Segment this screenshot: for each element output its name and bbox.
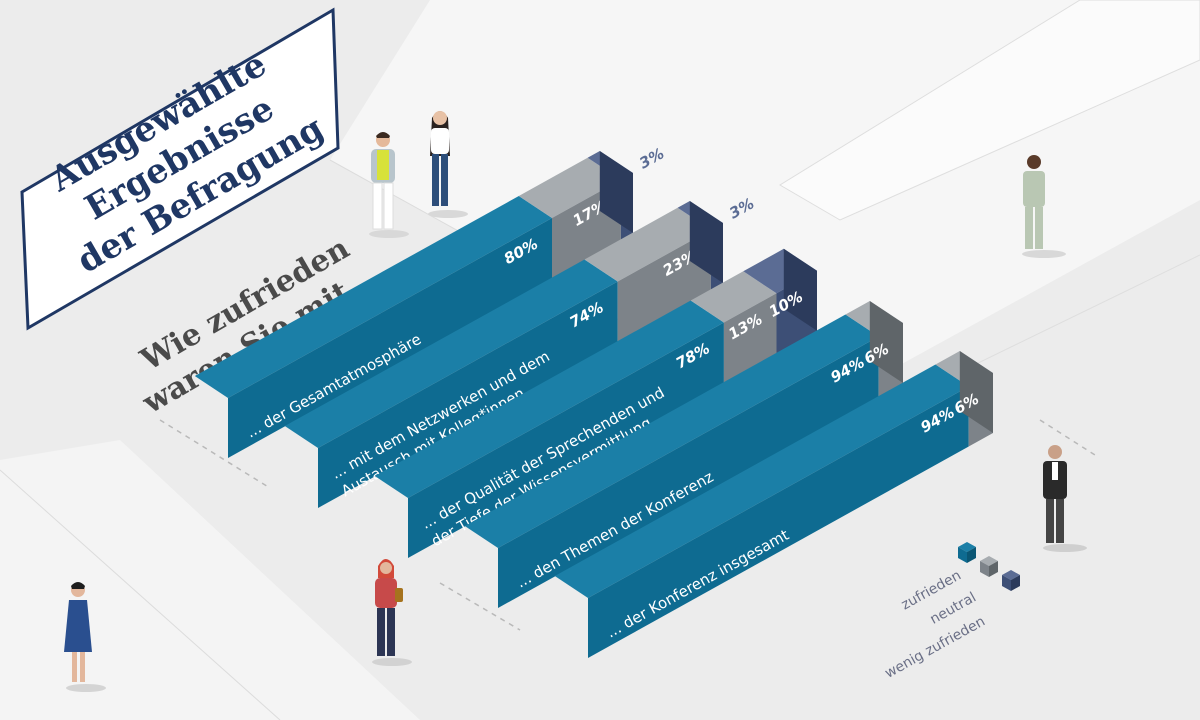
bar-top-face <box>374 300 724 498</box>
person-icon <box>372 559 412 666</box>
bar-top-face <box>690 271 777 323</box>
bar-top-face <box>464 314 879 548</box>
person-icon <box>64 582 106 692</box>
bar-segment <box>498 336 879 608</box>
bar-top-face <box>194 196 553 398</box>
bar-segment <box>617 229 711 342</box>
guide-lines <box>159 419 1096 631</box>
bar-top-face <box>284 259 618 448</box>
legend-swatch <box>989 561 998 577</box>
person-icon <box>1022 155 1066 258</box>
bar-segment <box>318 281 618 508</box>
bar-top-face <box>584 207 711 282</box>
legend-swatch <box>980 561 989 577</box>
person-icon <box>369 132 409 238</box>
legend-swatch <box>967 547 976 563</box>
bar-end-face <box>959 351 993 433</box>
bars-group: 80%17%3%... der Gesamtatmosphäre74%23%3%… <box>194 144 993 658</box>
bar-top-face <box>554 364 969 598</box>
legend-swatch <box>1002 575 1011 591</box>
person-figures <box>64 111 1087 692</box>
bar-segment <box>228 218 552 458</box>
legend-swatch <box>1011 575 1020 591</box>
bar-end-face <box>689 201 723 283</box>
person-icon <box>1043 445 1087 552</box>
bar-segment <box>408 322 724 558</box>
legend-swatch <box>958 547 967 563</box>
bar-end-face <box>599 151 633 233</box>
bar-top-face <box>518 157 621 218</box>
bar-segment <box>588 386 969 658</box>
bar-end-face <box>869 301 903 383</box>
person-icon <box>428 111 468 218</box>
bar-end-face <box>783 248 817 331</box>
